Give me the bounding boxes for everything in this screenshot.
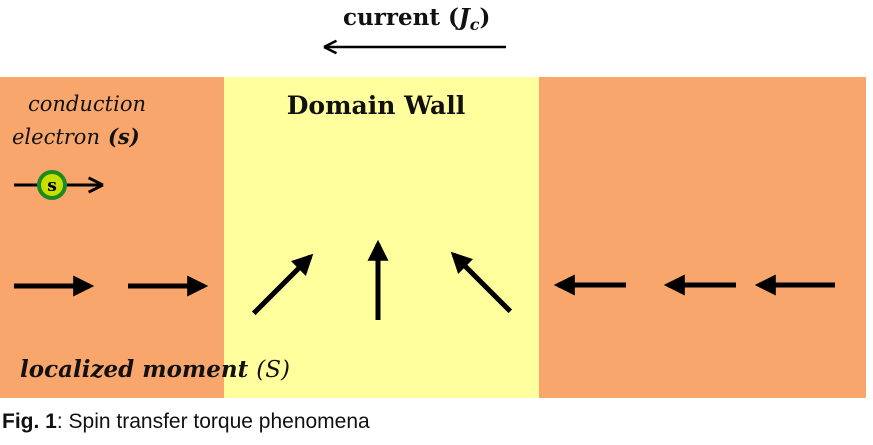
figure-caption: Fig. 1: Spin transfer torque phenomena (2, 410, 370, 434)
conduction-electron-label-line2: electron(s) (12, 124, 140, 149)
current-label: current (Jc) (343, 4, 490, 34)
moment-arrow-3 (251, 253, 314, 316)
localized-moment-label: localized moment(S) (20, 356, 290, 383)
electron-badge (37, 170, 67, 200)
conduction-electron-label-line1: conduction (28, 92, 146, 116)
moment-arrow-5 (450, 251, 513, 314)
figure-number: Fig. 1 (2, 410, 57, 433)
electron-badge-letter: s (47, 176, 57, 196)
localized-moments (14, 239, 835, 320)
figure-caption-text: : Spin transfer torque phenomena (56, 410, 370, 433)
domain-wall (224, 77, 539, 398)
domain-wall-label: Domain Wall (287, 91, 465, 120)
right-domain (539, 77, 866, 398)
left-domain (0, 77, 224, 398)
